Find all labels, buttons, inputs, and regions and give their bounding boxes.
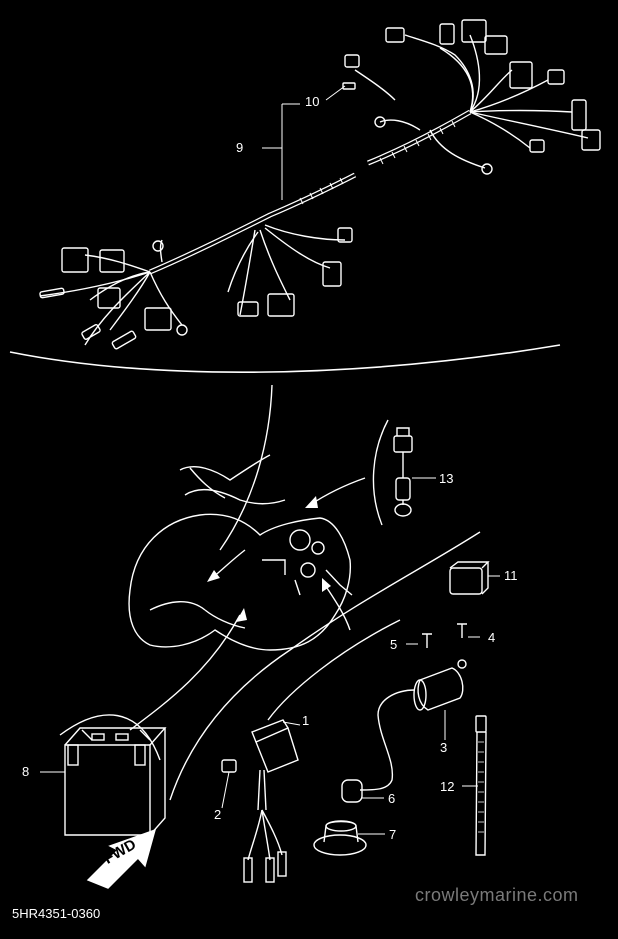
ignition-coil-assembly (221, 719, 299, 883)
battery (64, 727, 167, 836)
callout-7: 7 (389, 827, 397, 842)
callout-4: 4 (488, 630, 496, 645)
watermark: crowleymarine.com (415, 885, 579, 905)
callout-5: 5 (390, 637, 398, 652)
relay (449, 561, 490, 595)
ignition-lead (313, 659, 467, 856)
callout-2: 2 (214, 807, 222, 822)
callout-8: 8 (22, 764, 30, 779)
callout-1: 1 (302, 713, 310, 728)
callout-6: 6 (388, 791, 396, 806)
callout-10: 10 (305, 94, 320, 109)
diagram-part-code: 5HR4351-0360 (12, 906, 101, 921)
wire-harness (39, 19, 601, 350)
fuse-holder (393, 427, 413, 517)
callout-12: 12 (440, 779, 455, 794)
callout-13: 13 (439, 471, 454, 486)
cable-tie (475, 715, 487, 856)
screws (422, 623, 467, 648)
callout-11: 11 (504, 568, 518, 583)
motorcycle-outline (128, 454, 353, 651)
callout-9: 9 (236, 140, 244, 155)
callout-3: 3 (440, 740, 448, 755)
